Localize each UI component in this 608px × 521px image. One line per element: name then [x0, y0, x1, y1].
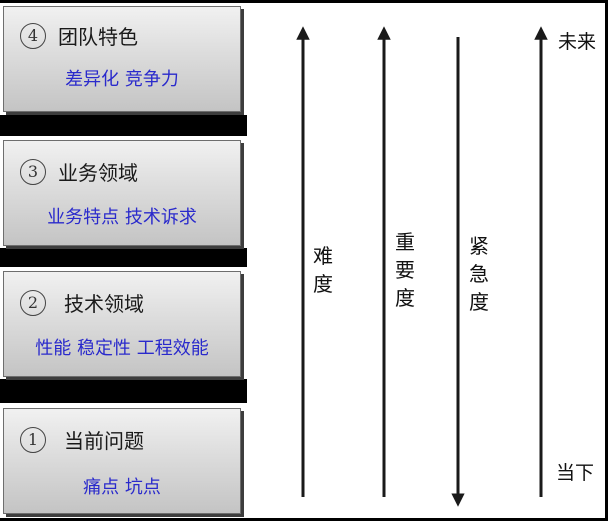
axes-panel [247, 3, 605, 518]
box-tech-domain: 2 技术领域 性能 稳定性 工程效能 [3, 271, 241, 377]
future-label: 未来 [558, 31, 597, 53]
box-title-row: 4 团队特色 [20, 21, 138, 50]
box-title-row: 3 业务领域 [20, 157, 138, 186]
number-circle: 2 [20, 289, 46, 316]
box-title-row: 2 技术领域 [20, 288, 144, 317]
box-business-domain: 3 业务领域 业务特点 技术诉求 [3, 140, 241, 246]
number-circle: 4 [20, 22, 46, 49]
box-team-features: 4 团队特色 差异化 竞争力 [3, 6, 241, 112]
box-title: 团队特色 [58, 25, 138, 49]
box-subtitle: 性能 稳定性 工程效能 [35, 338, 209, 359]
box-title-row: 1 当前问题 [20, 425, 144, 454]
box-subtitle: 痛点 坑点 [83, 477, 161, 498]
box-subtitle: 差异化 竞争力 [65, 69, 179, 90]
difficulty-label: 难 度 [313, 244, 333, 296]
box-title: 业务领域 [58, 161, 138, 185]
box-title: 技术领域 [64, 292, 144, 316]
number-circle: 3 [20, 158, 46, 185]
box-subtitle: 业务特点 技术诉求 [47, 207, 197, 228]
present-label: 当下 [556, 462, 595, 484]
urgency-label: 紧 急 度 [469, 234, 489, 314]
importance-label: 重 要 度 [395, 230, 415, 310]
number-circle: 1 [20, 426, 46, 453]
box-current-issues: 1 当前问题 痛点 坑点 [3, 408, 241, 514]
box-title: 当前问题 [64, 429, 144, 453]
